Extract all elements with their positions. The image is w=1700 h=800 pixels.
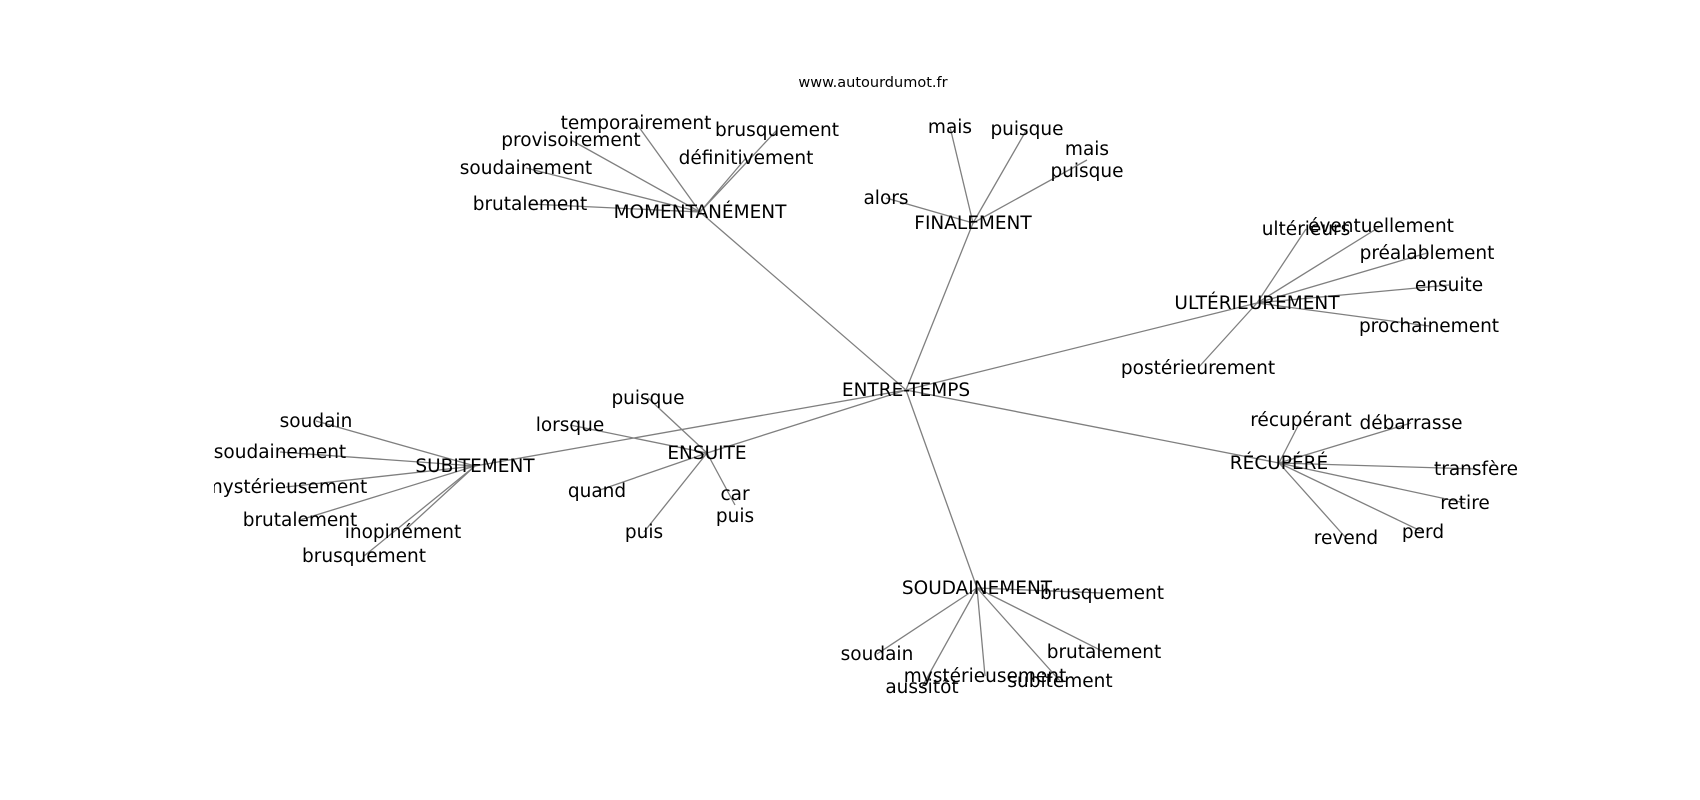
node-hub-soudainement: SOUDAINEMENT [902,578,1053,599]
node-leaf-brusquement: brusquement [715,120,839,141]
edge-center-finalement [905,222,974,391]
edge-soudainement-brutalement [976,587,1105,653]
edge-momentanement-temporairement [635,122,701,213]
edge-recupere-retire [1278,462,1466,504]
node-leaf-prochainement: prochainement [1359,316,1499,337]
edge-recupere-revend [1278,462,1347,539]
edge-center-momentanement [699,211,907,391]
edge-recupere-debarrasse [1278,422,1412,464]
node-leaf-debarrasse: débarrasse [1359,413,1462,434]
edge-subitement-mysterieusement [285,465,476,488]
node-hub-ensuite: ENSUITE [667,443,746,464]
edge-ulterieurement-eventuellement [1256,225,1382,304]
node-leaf-brusquement: brusquement [302,546,426,567]
edge-center-ulterieurement [905,302,1258,391]
edge-momentanement-brutalement [529,203,701,213]
node-hub-ulterieurement: ULTÉRIEUREMENT [1174,292,1340,314]
node-leaf-brutalement: brutalement [243,510,358,531]
graph-labels: ENTRE-TEMPSMOMENTANÉMENTtemporairementpr… [205,113,1518,698]
node-hub-momentanement: MOMENTANÉMENT [614,201,788,223]
edge-center-ensuite [706,389,907,454]
node-leaf-eventuellement: éventuellement [1308,216,1454,237]
node-leaf-transfere: transfère [1434,459,1518,480]
edge-momentanement-definitivement [699,157,747,213]
node-leaf-quand: quand [568,481,626,502]
node-leaf-soudain: soudain [280,411,353,432]
node-leaf-provisoirement: provisoirement [501,130,640,151]
graph-edges [279,122,1477,688]
edge-ensuite-puis [643,452,708,533]
edge-ulterieurement-ensuite [1256,284,1450,304]
node-leaf-posterieurement: postérieurement [1121,358,1275,379]
node-leaf-puisque: puisque [611,388,684,409]
node-leaf-brutalement: brutalement [473,194,588,215]
edge-soudainement-brusquement [976,587,1103,594]
edge-recupere-perd [1278,462,1424,533]
edge-soudainement-soudain [876,587,978,655]
edge-ulterieurement-posterieurement [1197,302,1258,369]
edge-center-soudainement [905,389,978,589]
node-leaf-brutalement: brutalement [1047,642,1162,663]
edge-recupere-recuperant [1278,419,1302,464]
node-leaf-definitivement: définitivement [679,148,814,169]
edge-ensuite-car-puis [706,452,736,506]
node-hub-finalement: FINALEMENT [914,213,1032,234]
edge-finalement-puisque [972,128,1028,224]
node-leaf-soudainement: soudainement [460,158,592,179]
edge-ensuite-puisque [647,397,708,454]
edge-subitement-brutalement [299,465,476,521]
edge-ulterieurement-prealablement [1256,252,1428,304]
node-hub-recupere: RÉCUPÉRÉ [1230,452,1328,474]
node-leaf-mysterieusement: mystérieusement [904,666,1067,687]
node-leaf-revend: revend [1314,528,1378,549]
node-leaf-puis: puis [625,522,663,543]
edge-momentanement-provisoirement [570,139,701,213]
edge-subitement-inopinement [402,465,476,533]
node-leaf-brusquement: brusquement [1040,583,1164,604]
site-url: www.autourdumot.fr [798,75,947,91]
node-leaf-soudainement: soudainement [214,442,346,463]
node-leaf-puisque: puisque [990,119,1063,140]
node-hub-subitement: SUBITEMENT [415,456,535,477]
node-leaf-aussitot: aussitôt [885,677,958,698]
edge-finalement-alors [885,197,974,224]
edge-finalement-mais [949,126,974,224]
node-leaf-perd: perd [1402,522,1444,543]
edge-recupere-transfere [1278,462,1477,470]
node-leaf-alors: alors [863,188,908,209]
node-leaf-ensuite: ensuite [1415,275,1483,296]
node-leaf-recuperant: récupérant [1250,410,1352,431]
edge-subitement-brusquement [363,465,476,557]
node-leaf-prealablement: préalablement [1360,243,1495,264]
edge-ulterieurement-prochainement [1256,302,1430,327]
node-leaf-subitement: subitement [1007,671,1112,692]
node-leaf-soudain: soudain [841,644,914,665]
edge-soudainement-mysterieusement [976,587,986,677]
node-leaf-lorsque: lorsque [536,415,605,436]
edge-subitement-soudain [315,420,476,467]
edge-soudainement-aussitot [921,587,978,688]
edge-center-subitement [474,389,907,467]
node-leaf-inopinement: inopinément [345,522,462,543]
node-center-entre-temps: ENTRE-TEMPS [842,380,970,401]
node-leaf-mysterieusement: mystérieusement [205,477,368,498]
edge-center-recupere [905,389,1280,464]
edge-subitement-soudainement [279,451,476,467]
edge-soudainement-subitement [976,587,1061,682]
edge-momentanement-soudainement [525,167,701,213]
node-leaf-mais: mais [928,117,972,138]
edge-ulterieurement-ulterieurs [1256,228,1307,304]
edge-ensuite-quand [596,452,708,492]
node-leaf-retire: retire [1440,493,1490,514]
node-leaf-temporairement: temporairement [561,113,712,134]
node-leaf-ulterieurs: ultérieurs [1262,219,1351,240]
edge-ensuite-lorsque [569,424,708,454]
edge-momentanement-brusquement [699,129,778,213]
edge-finalement-mais-puisque [972,159,1088,224]
